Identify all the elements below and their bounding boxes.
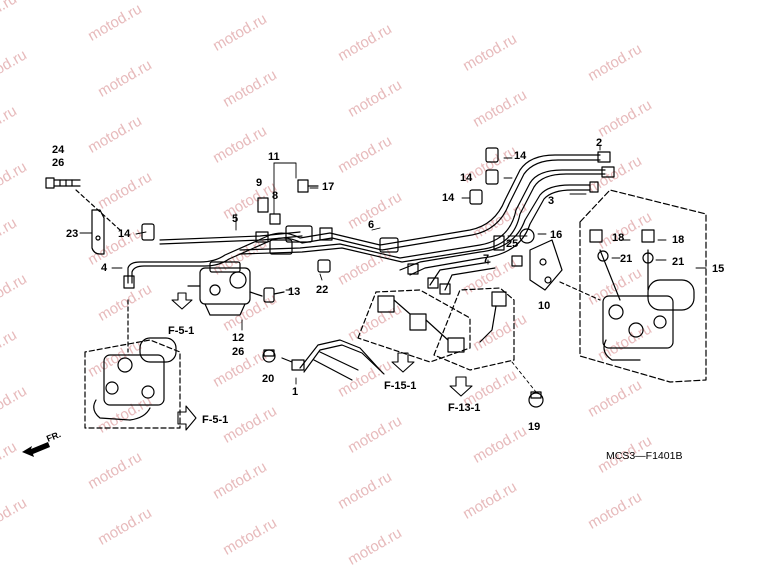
callout-23: 23 xyxy=(66,228,78,240)
front-direction-arrow: FR. xyxy=(22,429,62,457)
right-abs-unit xyxy=(579,189,707,383)
callout-19: 19 xyxy=(528,421,540,433)
ref-f51-lower: F-5-1 xyxy=(202,414,228,426)
callout-20: 20 xyxy=(262,373,274,385)
bracket-10 xyxy=(529,239,601,301)
callout-25: 25 xyxy=(506,238,518,250)
reference-arrows xyxy=(171,292,473,431)
main-brake-pipe-bundle xyxy=(127,154,606,291)
pipe-clamp-center xyxy=(269,225,399,255)
callout-5: 5 xyxy=(232,213,238,225)
callout-12: 12 xyxy=(232,332,244,344)
center-junction-blocks xyxy=(357,287,515,371)
callout-15: 15 xyxy=(712,263,724,275)
callout-1: 1 xyxy=(292,386,298,398)
callout-17: 17 xyxy=(322,181,334,193)
callout-9: 9 xyxy=(256,177,262,189)
callout-10: 10 xyxy=(538,300,550,312)
callout-14-left: 14 xyxy=(118,228,131,240)
callout-3: 3 xyxy=(548,195,554,207)
callout-21-right: 21 xyxy=(672,256,684,268)
front-label: FR. xyxy=(45,429,62,444)
callout-16: 16 xyxy=(550,229,562,241)
left-valve-assembly xyxy=(187,261,263,316)
callout-24: 24 xyxy=(52,144,65,156)
callout-18-right: 18 xyxy=(672,234,684,246)
callout-22: 22 xyxy=(316,284,328,296)
diagram-code: MCS3—F1401B xyxy=(606,450,682,462)
callout-14-c: 14 xyxy=(442,192,455,204)
ref-f131: F-13-1 xyxy=(448,402,480,414)
callout-2: 2 xyxy=(596,137,602,149)
reference-labels: F-5-1 F-5-1 F-15-1 F-13-1 xyxy=(168,325,480,426)
ref-f51-upper: F-5-1 xyxy=(168,325,194,337)
leader-lines xyxy=(79,145,707,393)
arrow-f51-upper xyxy=(171,292,193,310)
callout-26-bottom: 26 xyxy=(232,346,244,358)
arrow-f131 xyxy=(449,376,473,397)
arrow-f51-lower xyxy=(177,405,197,431)
arrow-f151 xyxy=(391,352,415,373)
callout-26-top: 26 xyxy=(52,157,64,169)
bracket-23 xyxy=(91,209,105,255)
pipe-1-bracket xyxy=(281,339,385,381)
lower-left-abs-modulator xyxy=(84,299,181,429)
callout-8: 8 xyxy=(272,190,278,202)
callout-7: 7 xyxy=(483,253,489,265)
callout-14-b: 14 xyxy=(460,172,473,184)
bolt-24 xyxy=(45,177,121,231)
callout-4: 4 xyxy=(101,262,108,274)
callout-14-a: 14 xyxy=(514,150,527,162)
callout-11: 11 xyxy=(268,151,280,163)
pipe-end-fittings xyxy=(123,151,615,295)
callout-18-left: 18 xyxy=(612,232,624,244)
ref-f151: F-15-1 xyxy=(384,380,416,392)
callout-labels: 24 26 23 14 4 5 11 9 8 17 6 13 22 12 26 … xyxy=(52,137,724,433)
callout-21-left: 21 xyxy=(620,253,632,265)
callout-13: 13 xyxy=(288,286,300,298)
callout-6: 6 xyxy=(368,219,374,231)
